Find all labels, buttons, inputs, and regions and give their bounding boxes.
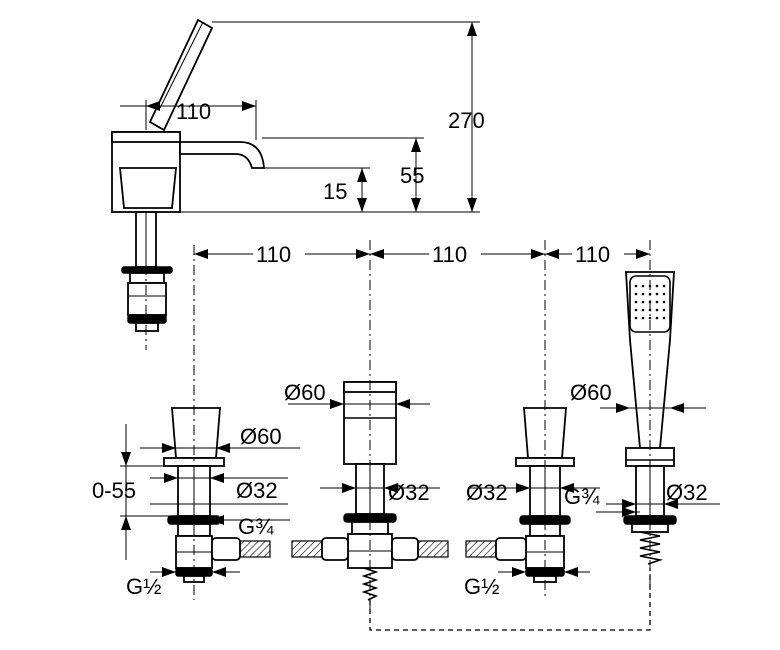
right-handle-valve bbox=[465, 240, 575, 600]
dim-left-shank: Ø32 bbox=[150, 473, 288, 505]
dim-left-thread-small: G¾ bbox=[168, 514, 290, 539]
dim-spacing-row: 110 110 110 bbox=[194, 240, 650, 267]
dim-mid-shank: Ø32 bbox=[320, 480, 440, 505]
dim-outlet-height: 15 bbox=[264, 167, 370, 212]
left-handle-valve bbox=[163, 245, 271, 600]
dim-spout-height: 55 bbox=[262, 137, 424, 212]
dim-left-thread-big-label: G½ bbox=[126, 574, 161, 599]
dim-left-thread-small-label: G¾ bbox=[238, 514, 274, 539]
hand-shower-holder bbox=[148, 18, 214, 132]
dim-right-shank: Ø32 bbox=[466, 480, 600, 505]
dim-mid-shank-label: Ø32 bbox=[388, 480, 430, 505]
spout-top-cap bbox=[111, 131, 181, 143]
dim-spacing-1-label: 110 bbox=[256, 242, 291, 267]
dim-diverter-diameter: Ø60 bbox=[284, 380, 430, 409]
dim-shower-diameter: Ø60 bbox=[570, 380, 706, 413]
dim-top-width-label: 110 bbox=[176, 99, 211, 124]
hose-connection-line bbox=[369, 568, 651, 631]
spout-lever bbox=[119, 167, 177, 209]
dim-spacing-2-label: 110 bbox=[432, 242, 467, 267]
dim-shower-shank-label: Ø32 bbox=[666, 480, 708, 505]
dim-top-width: 110 bbox=[120, 99, 257, 140]
dim-outlet-height-label: 15 bbox=[323, 179, 347, 204]
spout-arm bbox=[179, 141, 265, 169]
spout-connector bbox=[127, 282, 167, 316]
left-handle-knob bbox=[171, 407, 221, 459]
center-diverter-valve bbox=[291, 240, 449, 610]
dim-deck-range: 0-55 bbox=[92, 424, 176, 560]
dim-right-thread-big-label: G½ bbox=[464, 574, 499, 599]
dim-left-thread-big: G½ bbox=[126, 567, 240, 599]
dim-diverter-diameter-label: Ø60 bbox=[284, 380, 326, 405]
dim-total-height-label: 270 bbox=[448, 108, 485, 133]
dim-spout-height-label: 55 bbox=[400, 163, 424, 188]
dim-deck-range-label: 0-55 bbox=[92, 478, 136, 503]
dim-right-thread-big: G½ bbox=[464, 567, 590, 599]
dim-shower-shank: Ø32 bbox=[606, 480, 720, 509]
dim-handle-diameter-label: Ø60 bbox=[240, 424, 282, 449]
dim-total-height: 270 bbox=[180, 21, 485, 213]
dim-left-shank-label: Ø32 bbox=[236, 478, 278, 503]
dim-shower-thread: G¾ bbox=[564, 484, 640, 517]
dim-spacing-3-label: 110 bbox=[575, 242, 610, 267]
dim-shower-thread-label: G¾ bbox=[564, 484, 600, 509]
hand-shower-unit bbox=[623, 240, 677, 600]
spout-side-view bbox=[111, 18, 265, 350]
dim-right-shank-label: Ø32 bbox=[466, 480, 508, 505]
dim-shower-diameter-label: Ø60 bbox=[570, 380, 612, 405]
dim-handle-diameter: Ø60 bbox=[140, 424, 300, 453]
